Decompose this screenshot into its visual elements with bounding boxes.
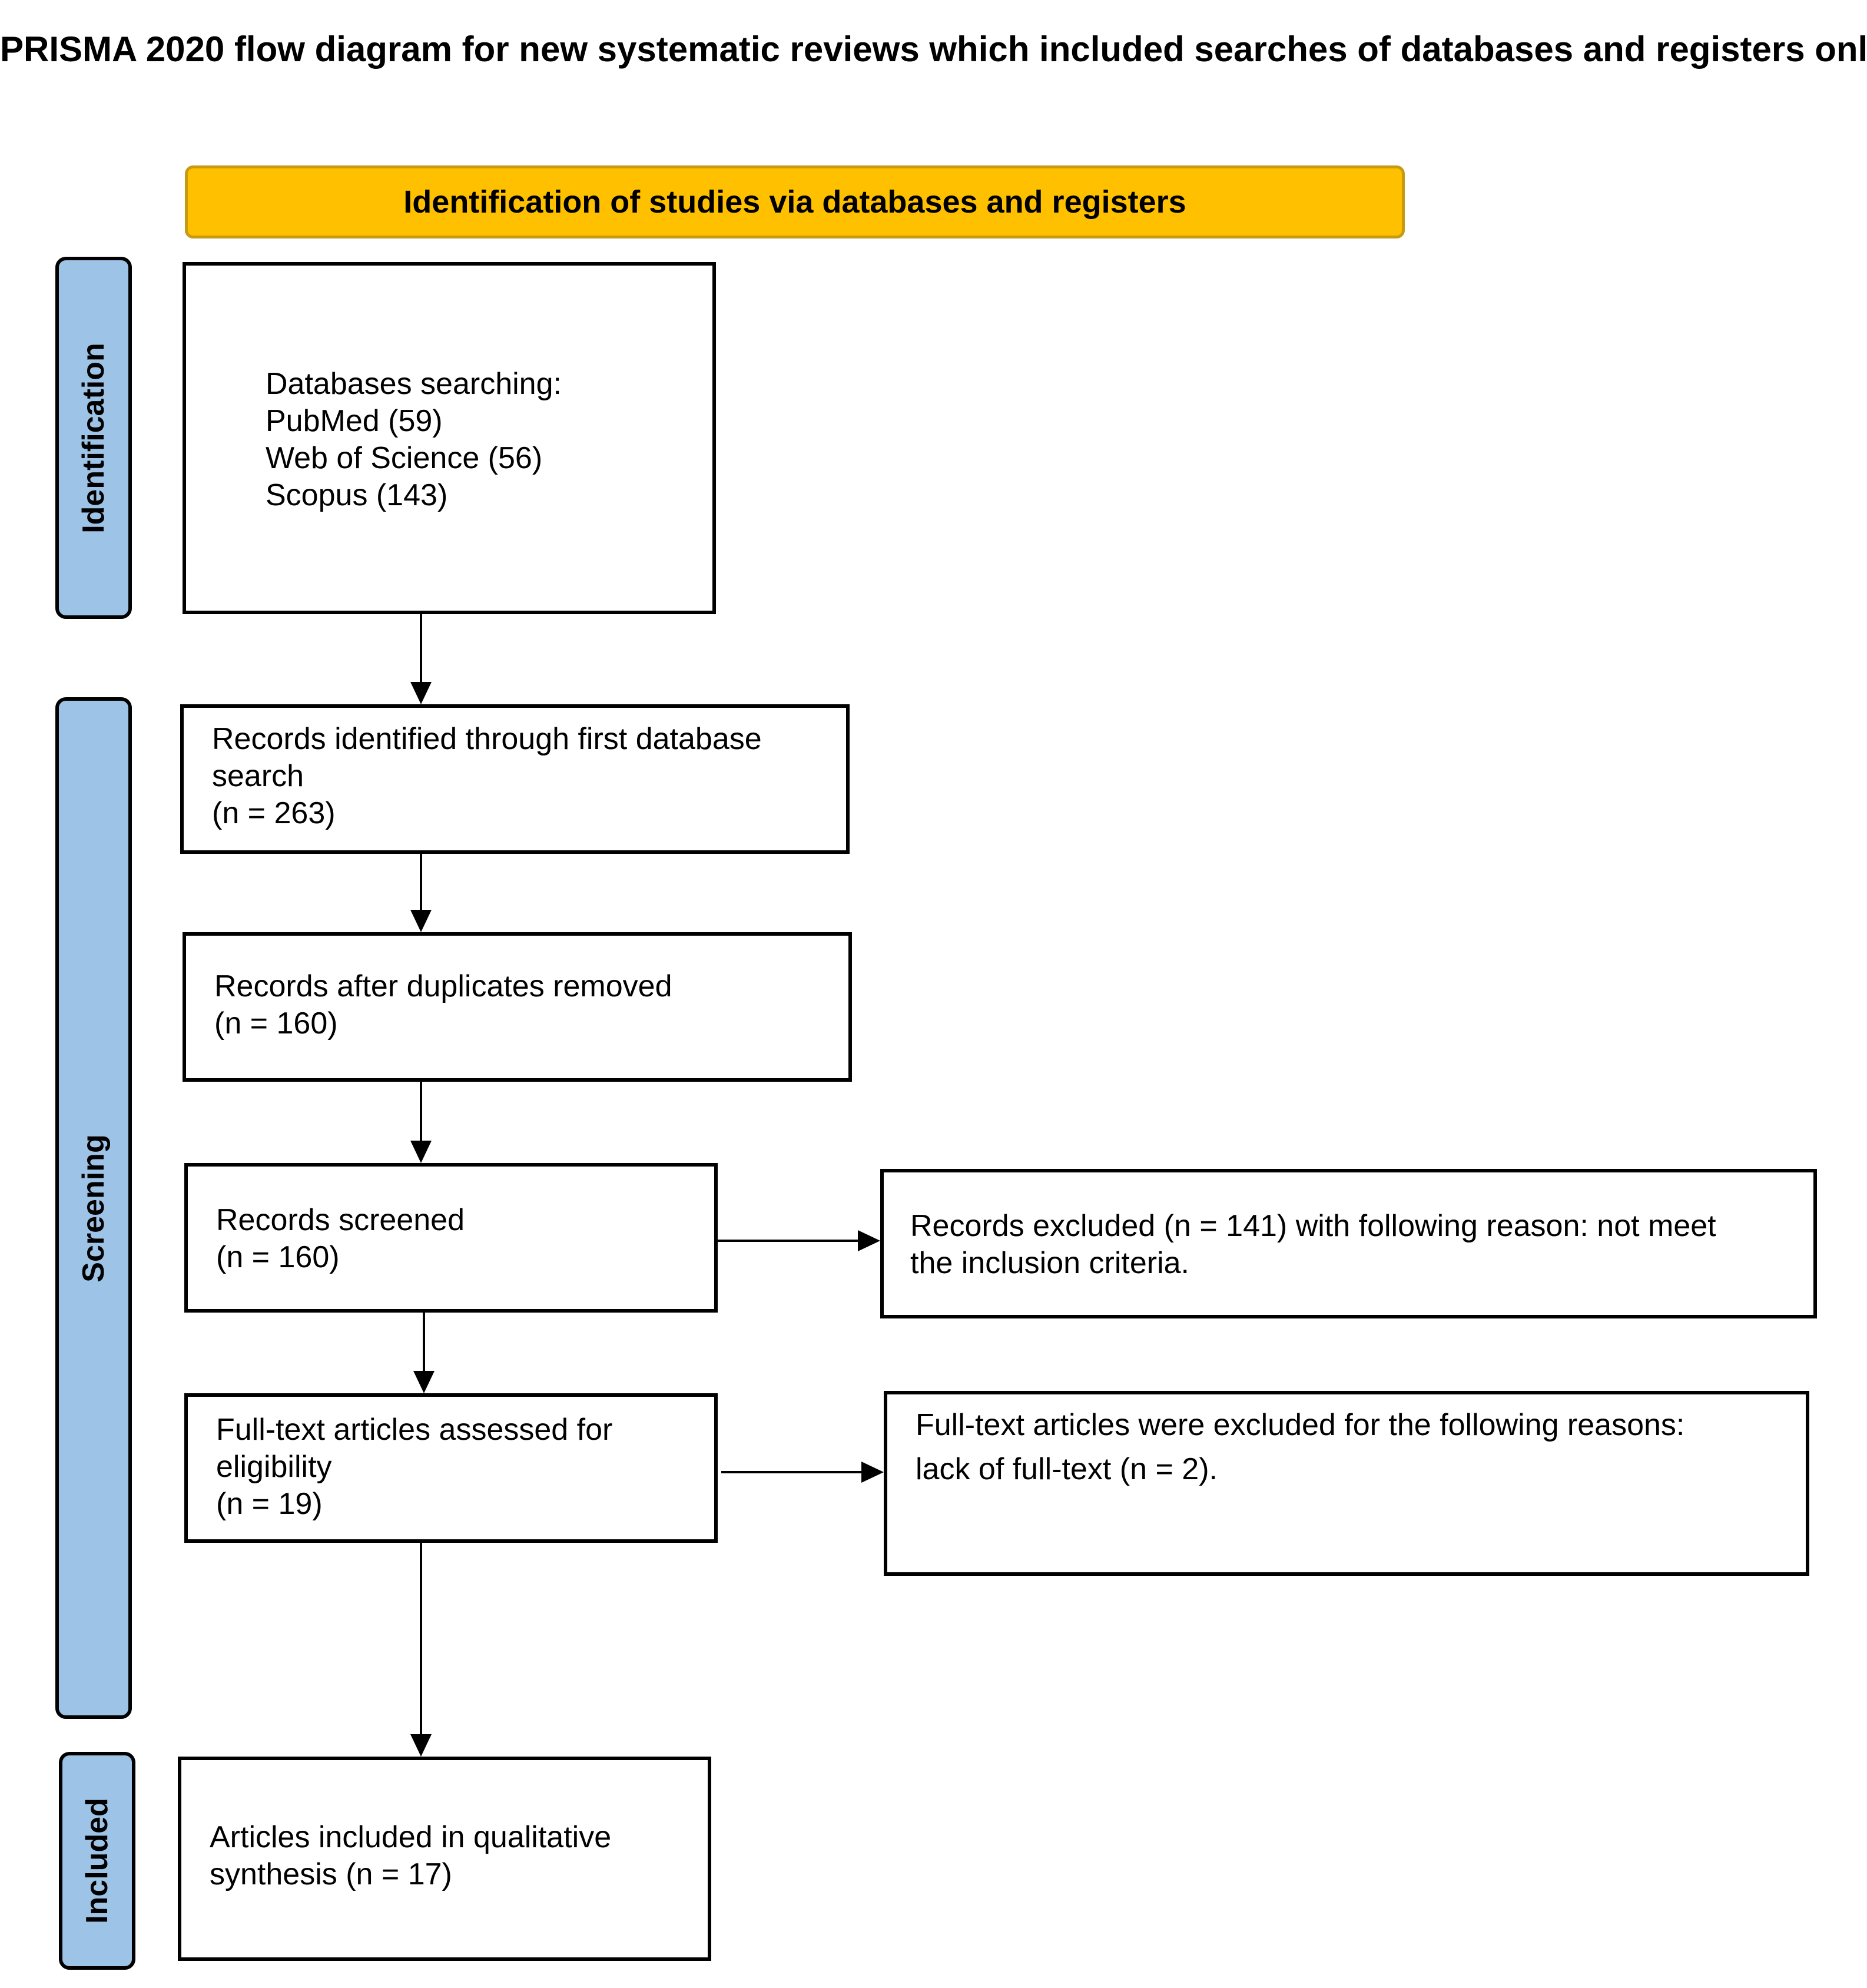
fulltext-excluded-line-1: Full-text articles were excluded for the… [916,1408,1685,1442]
arrowhead-6 [858,1230,880,1251]
phase-included: Included [59,1752,135,1970]
databases-pubmed: PubMed (59) [266,404,443,438]
databases-box: Databases searching: PubMed (59) Web of … [183,262,716,614]
arrowhead-2 [410,910,432,932]
phase-screening: Screening [55,697,132,1719]
included-box: Articles included in qualitative synthes… [178,1757,711,1961]
fulltext-assessed-line-2: eligibility [216,1450,332,1484]
included-line-2: synthesis (n = 17) [210,1857,452,1891]
records-excluded-box: Records excluded (n = 141) with followin… [880,1169,1817,1318]
identification-banner-label: Identification of studies via databases … [403,184,1186,220]
fulltext-assessed-count: (n = 19) [216,1487,323,1521]
phase-identification: Identification [55,257,132,619]
fulltext-assessed-line-1: Full-text articles assessed for [216,1413,613,1447]
databases-scopus: Scopus (143) [266,478,448,512]
records-screened-box: Records screened (n = 160) [184,1163,718,1313]
records-screened-count: (n = 160) [216,1240,340,1274]
databases-heading: Databases searching: [266,367,562,401]
records-identified-count: (n = 263) [212,796,336,830]
page-title: PRISMA 2020 flow diagram for new systema… [0,29,1867,69]
fulltext-assessed-box: Full-text articles assessed for eligibil… [184,1393,718,1543]
records-identified-line-1: Records identified through first databas… [212,722,762,756]
records-identified-box: Records identified through first databas… [180,704,850,854]
arrowhead-3 [410,1141,432,1163]
fulltext-excluded-line-2: lack of full-text (n = 2). [916,1452,1218,1486]
arrowhead-5 [410,1734,432,1757]
records-excluded-line-1: Records excluded (n = 141) with followin… [910,1209,1716,1243]
included-line-1: Articles included in qualitative [210,1820,612,1854]
databases-web-of-science: Web of Science (56) [266,441,543,475]
arrowhead-1 [410,682,432,704]
records-identified-line-2: search [212,759,304,793]
arrowhead-7 [861,1462,884,1483]
arrowhead-4 [413,1371,435,1393]
records-screened-line-1: Records screened [216,1203,465,1237]
after-duplicates-box: Records after duplicates removed (n = 16… [183,932,852,1082]
after-duplicates-count: (n = 160) [214,1006,338,1041]
records-excluded-line-2: the inclusion criteria. [910,1246,1189,1280]
identification-banner: Identification of studies via databases … [185,165,1405,238]
fulltext-excluded-box: Full-text articles were excluded for the… [884,1391,1809,1576]
after-duplicates-line-1: Records after duplicates removed [214,969,672,1003]
